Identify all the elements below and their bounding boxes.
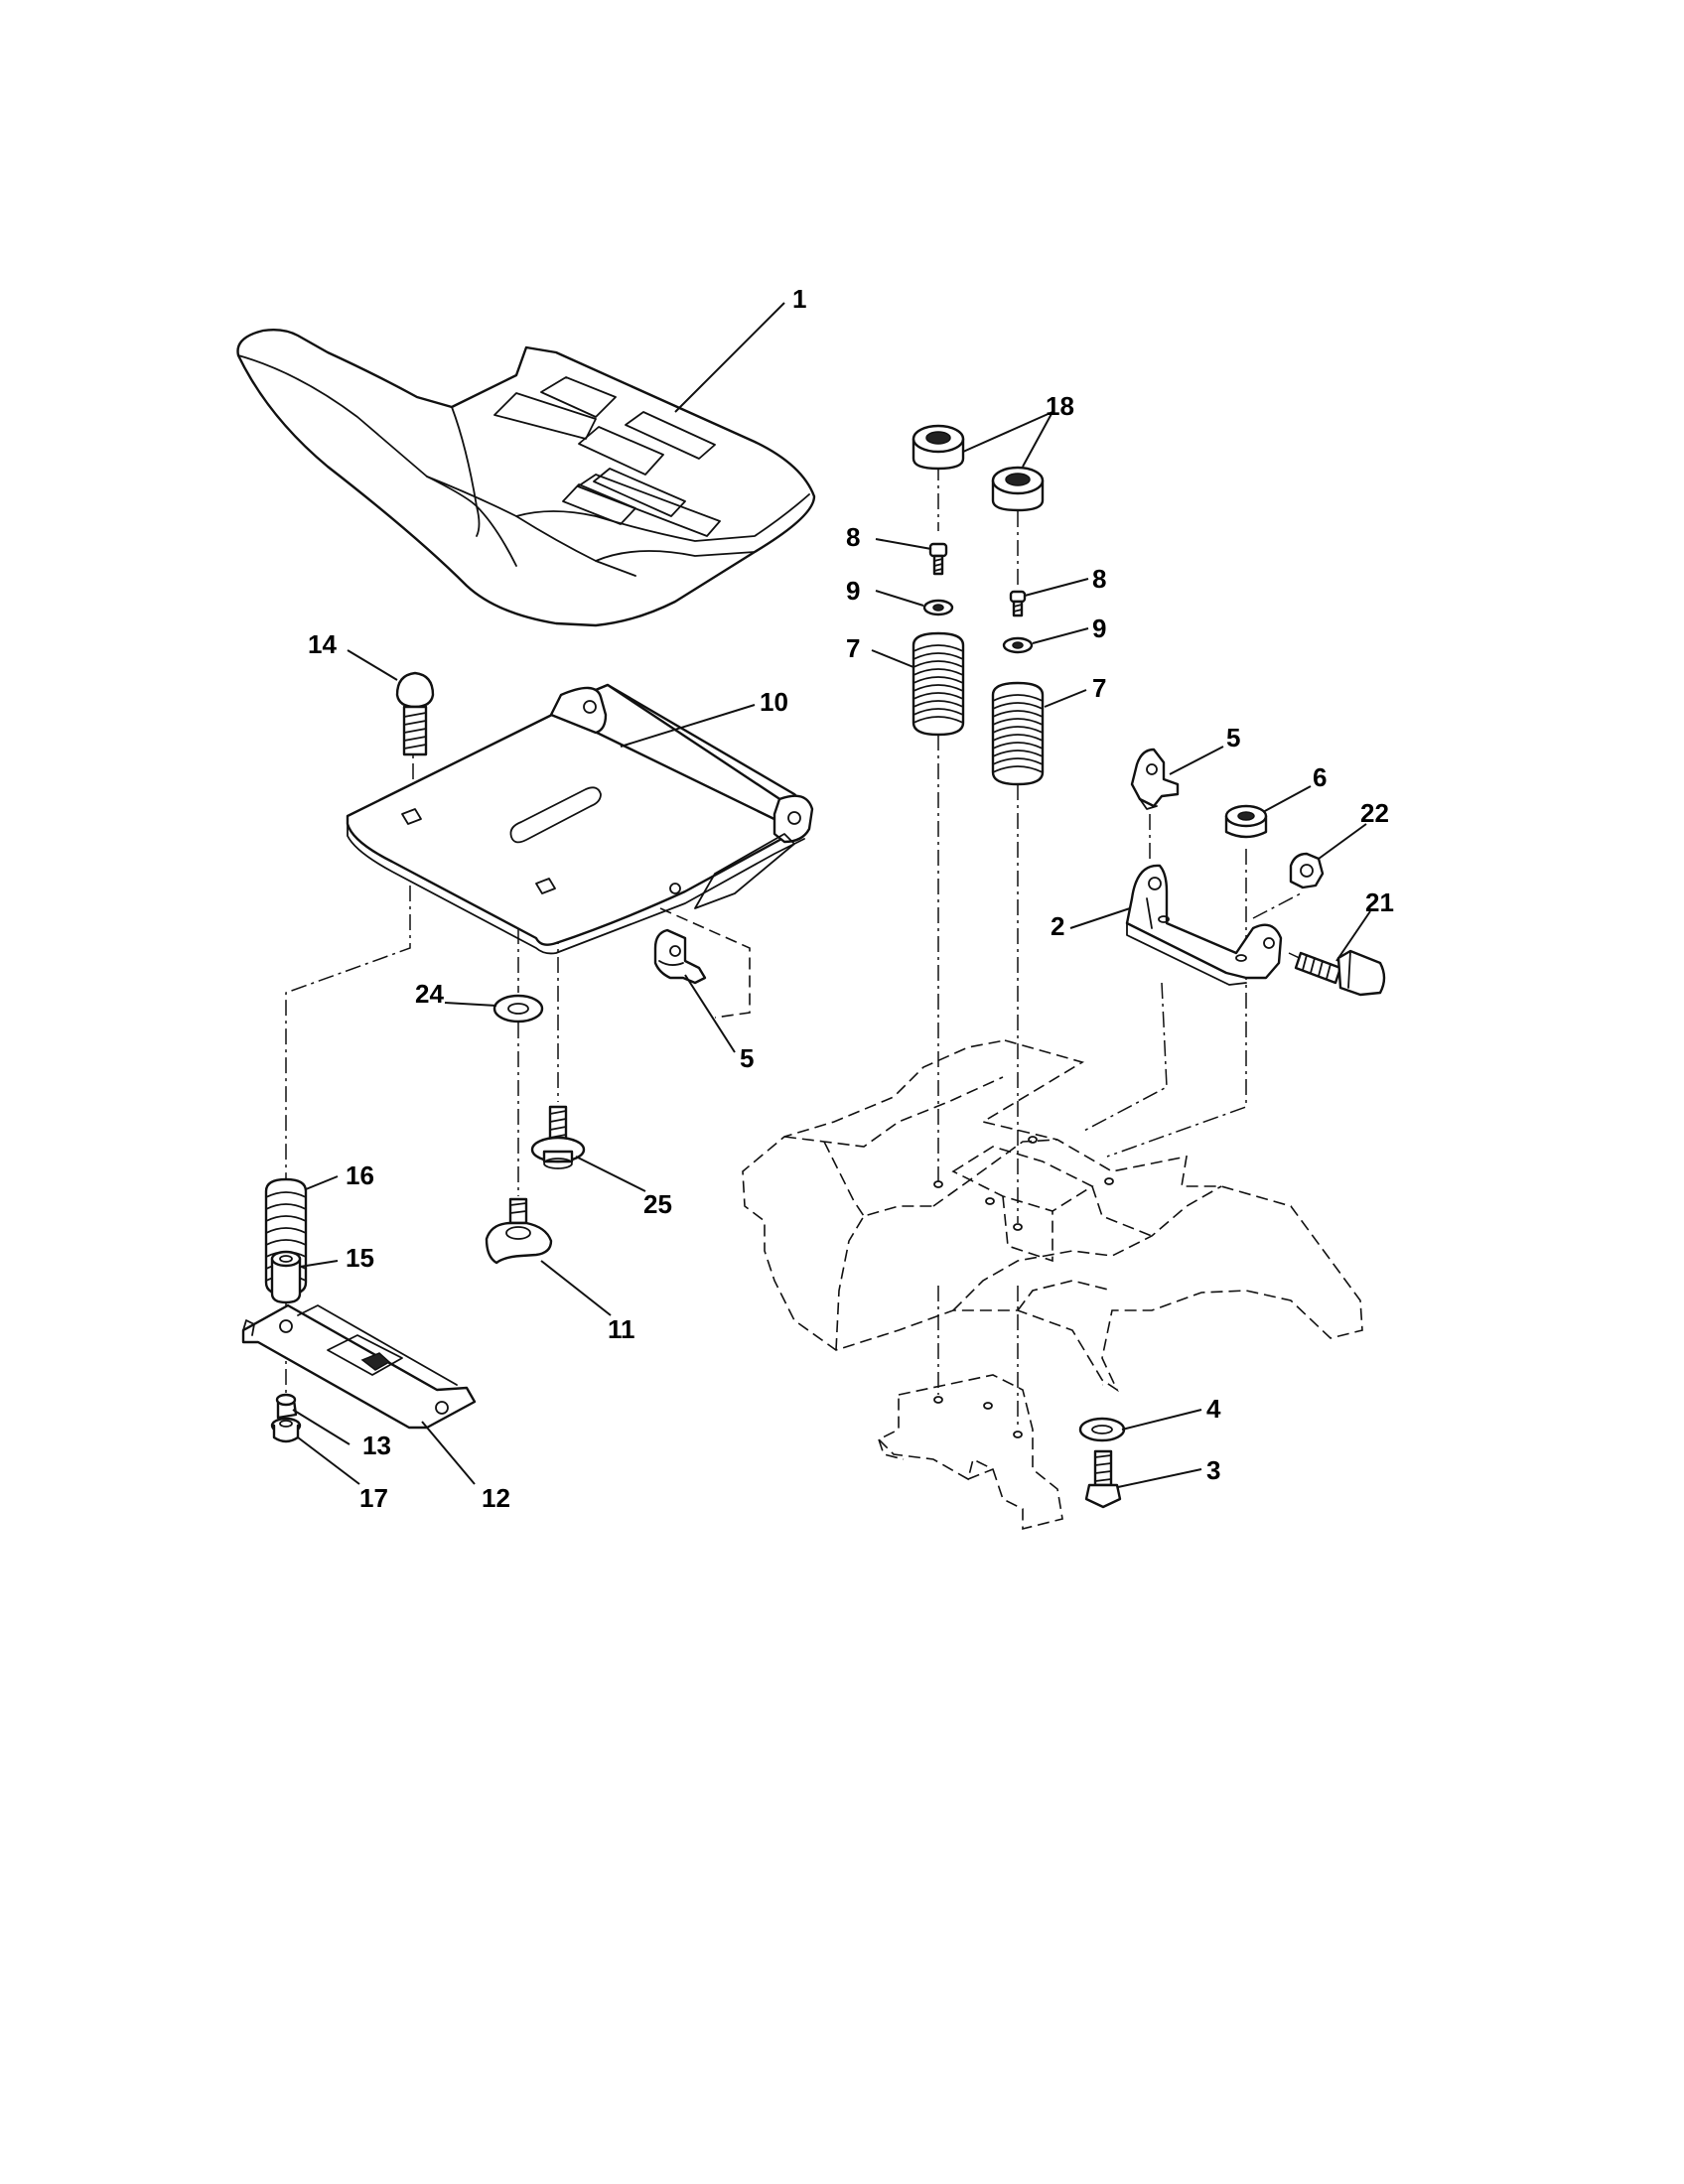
callout-1: 1 — [792, 284, 806, 314]
callout-9-right: 9 — [1092, 614, 1106, 643]
callout-15: 15 — [346, 1243, 374, 1273]
part-screw-right — [1009, 590, 1027, 617]
callout-8-right: 8 — [1092, 564, 1106, 594]
callout-labels: 1 18 8 8 9 9 7 7 14 10 5 6 22 21 2 24 5 … — [308, 284, 1394, 1513]
part-nut-13 — [275, 1393, 298, 1420]
callout-7-left: 7 — [846, 633, 860, 663]
part-clip-right — [1130, 748, 1180, 810]
callout-17: 17 — [359, 1483, 388, 1513]
callout-13: 13 — [362, 1431, 391, 1460]
part-spacer-left — [912, 424, 965, 471]
part-pivot-bracket — [1125, 864, 1283, 986]
part-washer-24 — [492, 994, 544, 1024]
part-seat-pan — [346, 683, 814, 955]
part-knob — [485, 1197, 553, 1265]
part-shoulder-bolt-21 — [1294, 949, 1386, 997]
callout-25: 25 — [643, 1189, 672, 1219]
callout-11: 11 — [608, 1314, 635, 1344]
part-screw-left — [928, 542, 948, 576]
callout-5-left: 5 — [740, 1043, 754, 1073]
part-nut-22 — [1289, 852, 1325, 889]
callout-6: 6 — [1313, 762, 1327, 792]
part-spring-7-left — [912, 631, 965, 737]
part-carriage-bolt — [395, 671, 435, 756]
part-locknut-6 — [1224, 804, 1268, 839]
callout-10: 10 — [760, 687, 788, 717]
part-washer-4 — [1078, 1417, 1126, 1442]
chassis-frame-phantom — [742, 1039, 1363, 1531]
part-spacer-right — [991, 466, 1045, 512]
callout-16: 16 — [346, 1160, 374, 1190]
callout-9-left: 9 — [846, 576, 860, 606]
leader-lines — [292, 302, 1371, 1488]
callout-2: 2 — [1051, 911, 1064, 941]
part-clip-left — [653, 928, 707, 985]
part-hex-bolt — [1084, 1449, 1122, 1509]
callout-21: 21 — [1365, 887, 1394, 917]
callout-24: 24 — [415, 979, 444, 1009]
callout-14: 14 — [308, 629, 337, 659]
part-spring-7-right — [991, 681, 1045, 786]
part-washer-9-left — [922, 599, 954, 616]
part-adjust-plate — [241, 1303, 477, 1430]
callout-12: 12 — [482, 1483, 510, 1513]
part-shoulder-bolt — [530, 1105, 586, 1169]
callout-3: 3 — [1206, 1455, 1220, 1485]
part-washer-9-right — [1002, 636, 1034, 654]
callout-22: 22 — [1360, 798, 1389, 828]
part-nut-17 — [270, 1417, 302, 1443]
callout-18: 18 — [1046, 391, 1074, 421]
callout-5-right: 5 — [1226, 723, 1240, 752]
callout-7-right: 7 — [1092, 673, 1106, 703]
callout-4: 4 — [1206, 1394, 1221, 1424]
part-seat — [236, 328, 816, 627]
assembly-centerlines — [285, 465, 1322, 1430]
callout-8-left: 8 — [846, 522, 860, 552]
part-bushing — [270, 1250, 302, 1304]
